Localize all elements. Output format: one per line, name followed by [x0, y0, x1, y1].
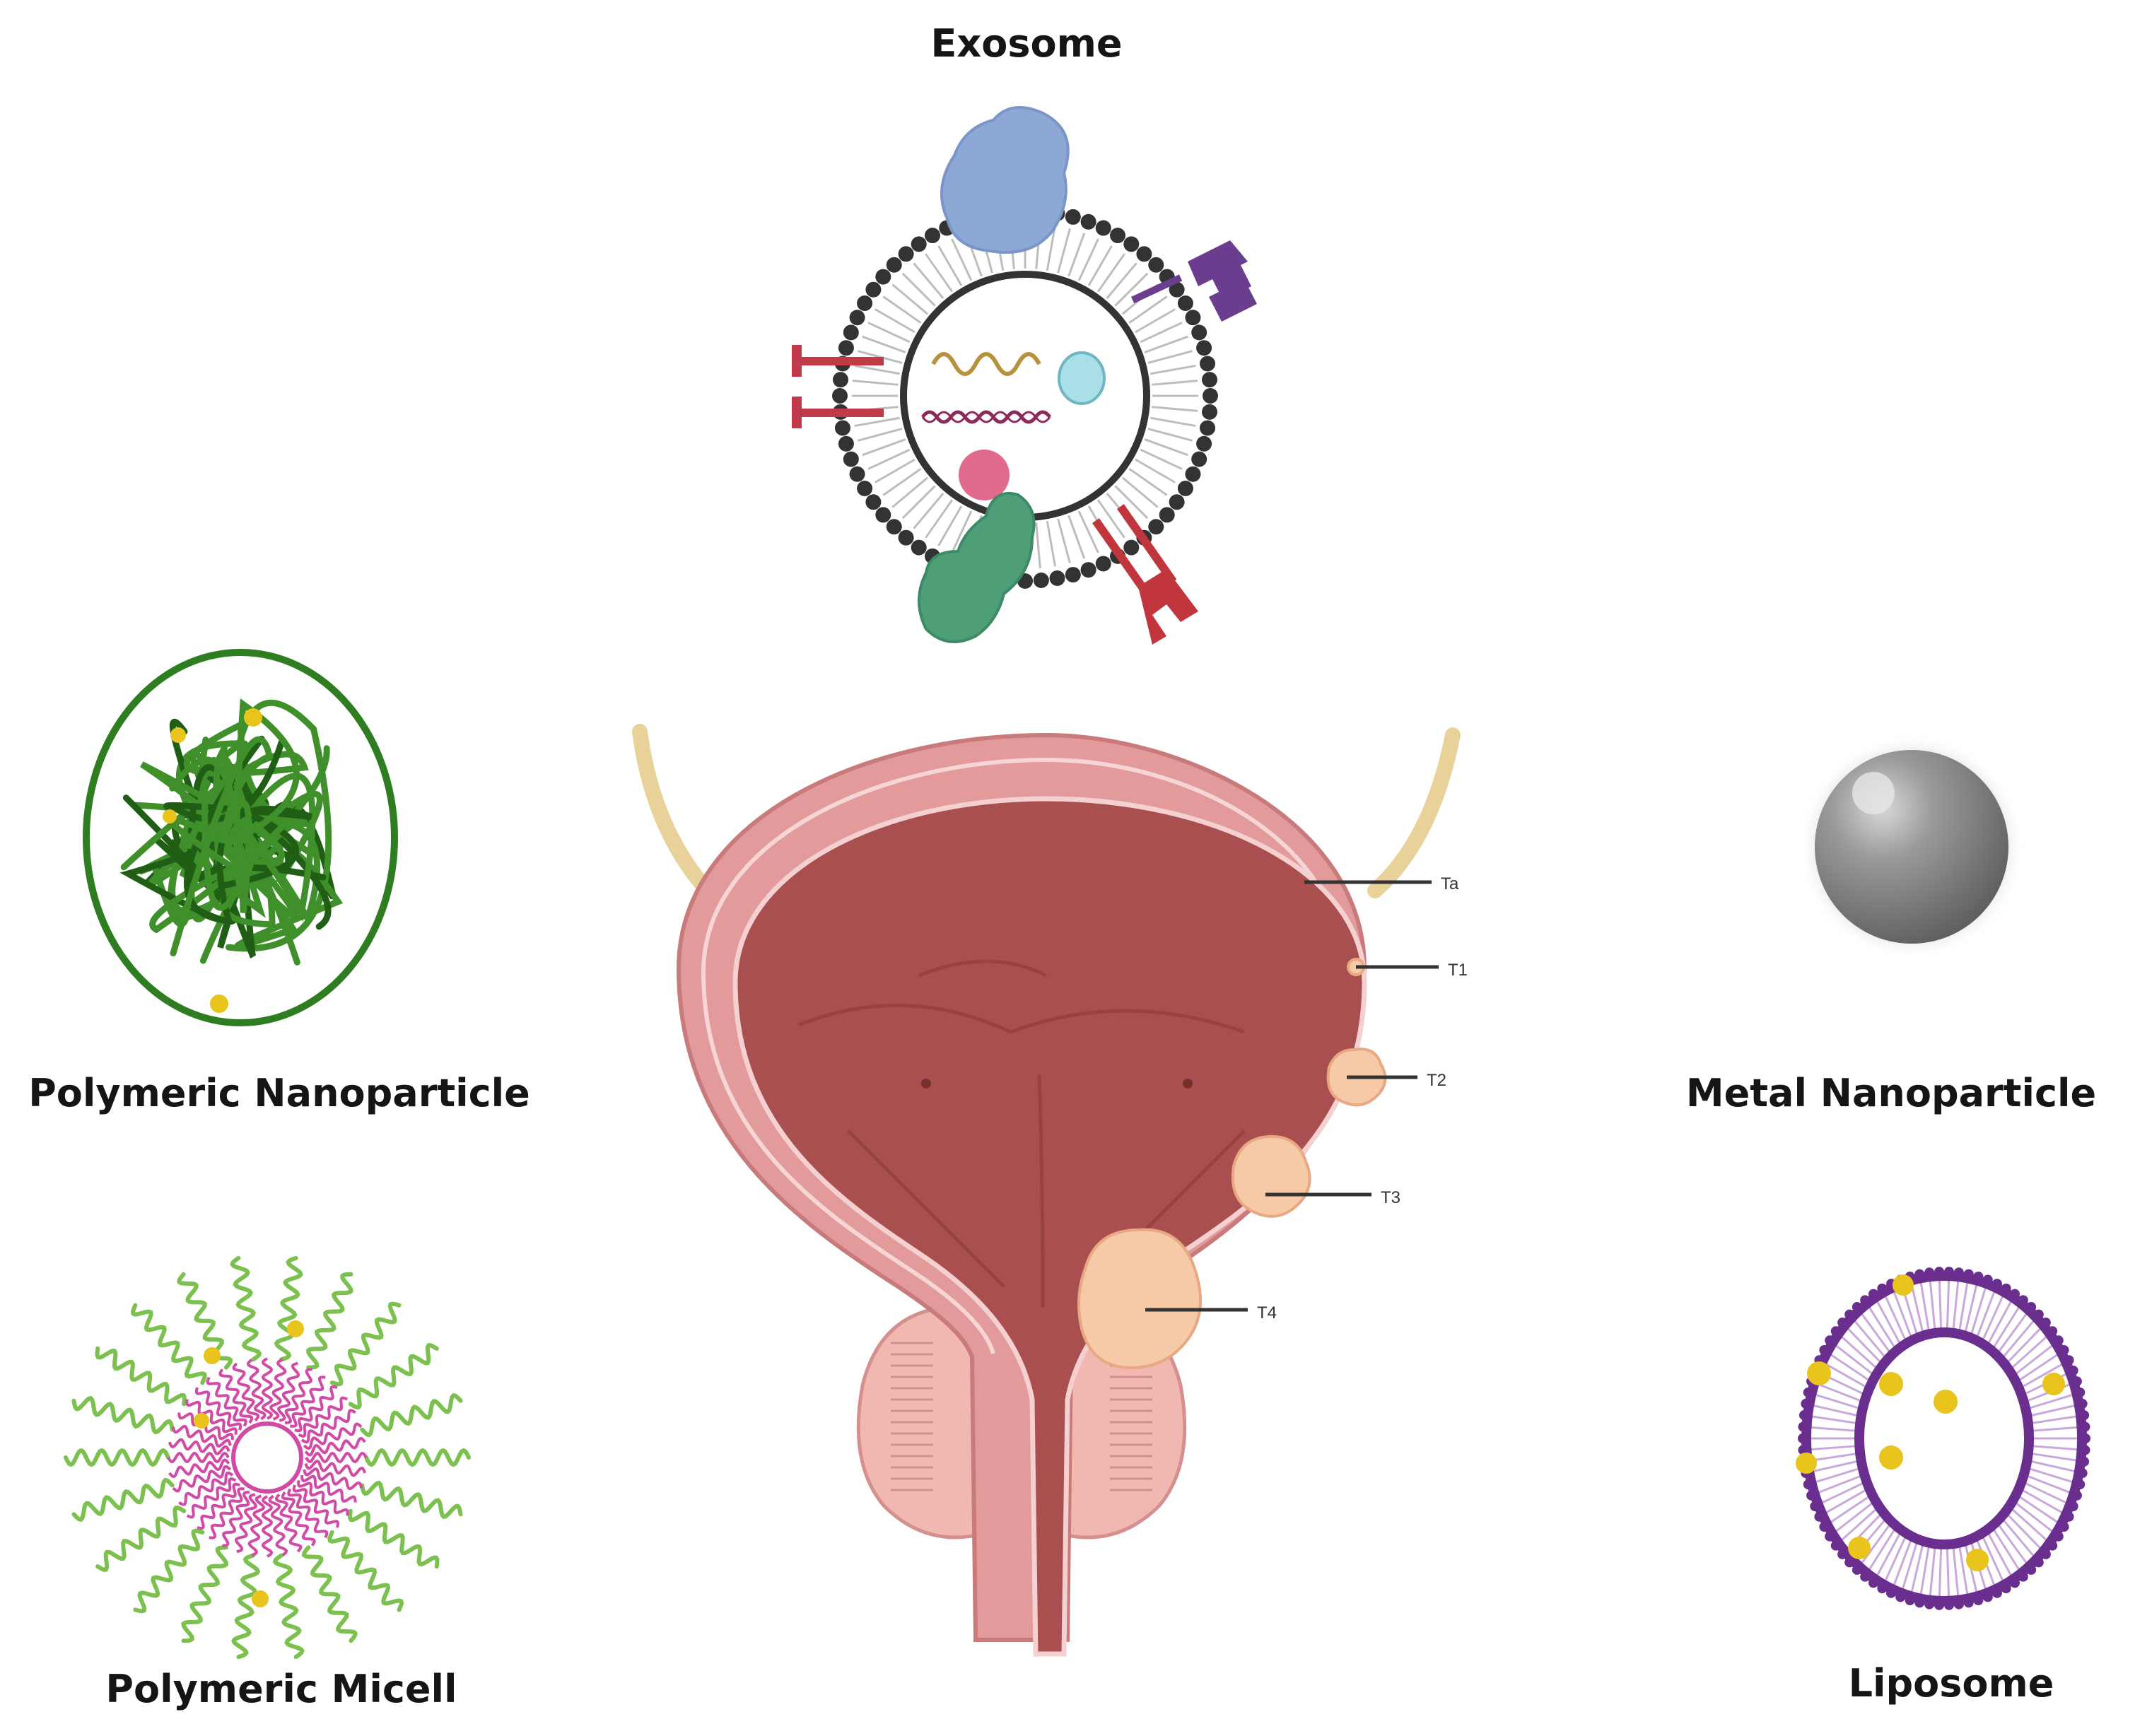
polymeric-nanoparticle-label: Polymeric Nanoparticle [28, 1071, 530, 1115]
liposome-label: Liposome [1849, 1661, 2054, 1706]
stage-label-t1: T1 [1448, 961, 1468, 980]
polymeric-micelle-icon [64, 1255, 471, 1660]
stage-label-t2: T2 [1427, 1071, 1446, 1090]
stage-label-ta: Ta [1441, 874, 1459, 893]
exosome-icon [792, 106, 1257, 645]
metal-nanoparticle-label: Metal Nanoparticle [1686, 1071, 2096, 1115]
polymeric-nanoparticle-icon [83, 649, 398, 1026]
polymeric-micell-label: Polymeric Micell [105, 1667, 457, 1711]
metal-nanoparticle-icon [1798, 734, 2025, 960]
stage-label-t4: T4 [1257, 1303, 1277, 1322]
exosome-label: Exosome [931, 21, 1123, 66]
liposome-icon [1796, 1267, 2090, 1610]
stage-label-t3: T3 [1381, 1188, 1400, 1207]
